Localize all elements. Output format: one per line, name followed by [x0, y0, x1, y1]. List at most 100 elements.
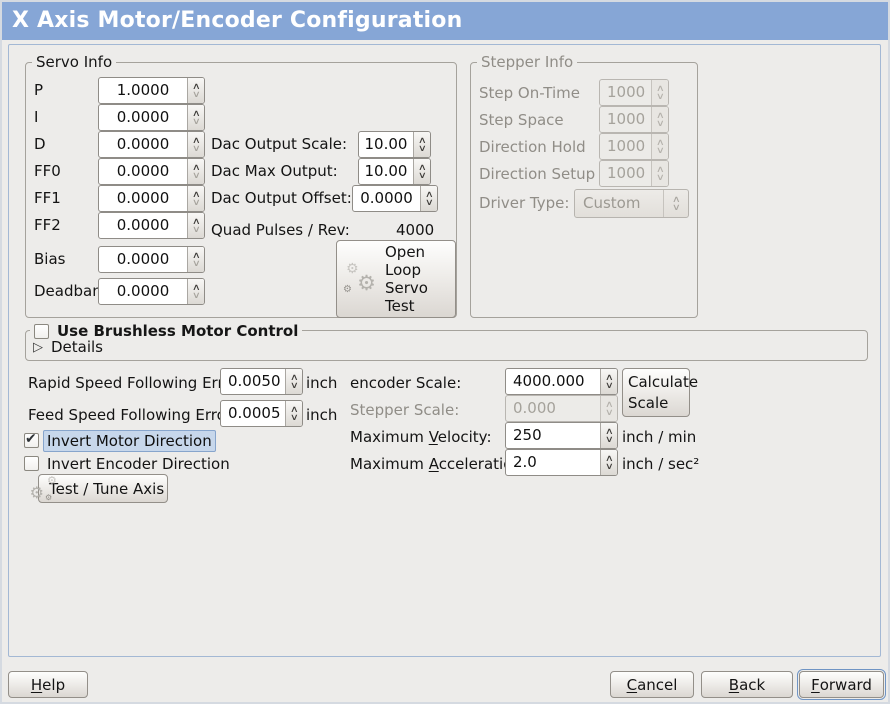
spin-buttons-icon: ∧∨: [600, 396, 617, 421]
dac-max-output-spinbox[interactable]: 10.00∧∨: [358, 158, 431, 185]
calculate-scale-label: Calculate Scale: [628, 372, 699, 412]
brushless-frame: ✔ Use Brushless Motor Control ▷ Details: [25, 322, 868, 361]
servo-ff1-label: FF1: [34, 189, 61, 207]
quad-pulses-label: Quad Pulses / Rev:: [211, 221, 350, 239]
spin-buttons-icon[interactable]: ∧∨: [285, 401, 302, 426]
spin-buttons-icon[interactable]: ∧∨: [187, 78, 204, 103]
spin-buttons-icon: ∧∨: [651, 161, 668, 186]
max-velocity-label: Maximum Velocity:: [350, 428, 492, 446]
encoder-scale-label: encoder Scale:: [350, 374, 462, 392]
spin-buttons-icon[interactable]: ∧∨: [600, 423, 617, 448]
servo-deadband-label: Deadband: [34, 282, 112, 300]
direction-hold-spinbox: 1000∧∨: [599, 133, 669, 160]
max-accel-spinbox[interactable]: 2.0∧∨: [505, 449, 618, 476]
driver-type-combobox: Custom ∧∨: [574, 189, 689, 218]
content-panel: [8, 44, 881, 657]
stepper-scale-label: Stepper Scale:: [350, 401, 460, 419]
feed-following-error-spinbox[interactable]: 0.0005∧∨: [220, 400, 303, 427]
quad-pulses-value: 4000: [396, 221, 435, 239]
spin-buttons-icon[interactable]: ∧∨: [187, 159, 204, 184]
spin-buttons-icon: ∧∨: [651, 107, 668, 132]
spin-buttons-icon[interactable]: ∧∨: [187, 247, 204, 272]
servo-ff1-spinbox[interactable]: 0.0000∧∨: [98, 185, 205, 212]
driver-type-label: Driver Type:: [479, 194, 570, 212]
spin-buttons-icon[interactable]: ∧∨: [187, 279, 204, 304]
servo-info-frame: Servo Info P I D FF0 FF1 FF2 Bias Deadba…: [25, 53, 457, 318]
page-header: X Axis Motor/Encoder Configuration: [2, 2, 888, 40]
dac-output-offset-spinbox[interactable]: 0.0000∧∨: [352, 185, 438, 212]
max-velocity-spinbox[interactable]: 250∧∨: [505, 422, 618, 449]
use-brushless-checkbox[interactable]: ✔: [34, 323, 49, 339]
direction-setup-label: Direction Setup: [479, 165, 596, 183]
servo-p-label: P: [34, 81, 44, 99]
step-on-time-label: Step On-Time: [479, 84, 580, 102]
gears-icon: ⚙⚙⚙: [343, 261, 376, 295]
invert-encoder-label[interactable]: Invert Encoder Direction: [47, 455, 230, 473]
servo-ff2-label: FF2: [34, 216, 61, 234]
spin-buttons-icon[interactable]: ∧∨: [187, 132, 204, 157]
servo-p-spinbox[interactable]: 1.0000∧∨: [98, 77, 205, 104]
servo-d-spinbox[interactable]: 0.0000∧∨: [98, 131, 205, 158]
invert-motor-label[interactable]: Invert Motor Direction: [43, 430, 216, 452]
servo-bias-spinbox[interactable]: 0.0000∧∨: [98, 246, 205, 273]
details-label: Details: [51, 338, 104, 356]
open-loop-button-label: Open Loop Servo Test: [385, 243, 428, 315]
rapid-following-error-label: Rapid Speed Following Error:: [28, 374, 244, 392]
dac-output-scale-spinbox[interactable]: 10.00∧∨: [358, 131, 431, 158]
step-space-spinbox: 1000∧∨: [599, 106, 669, 133]
servo-i-spinbox[interactable]: 0.0000∧∨: [98, 104, 205, 131]
direction-setup-spinbox: 1000∧∨: [599, 160, 669, 187]
invert-motor-checkbox[interactable]: ✔: [24, 431, 39, 448]
spin-buttons-icon[interactable]: ∧∨: [187, 213, 204, 238]
stepper-info-legend: Stepper Info: [477, 53, 578, 71]
servo-i-label: I: [34, 108, 39, 126]
servo-ff0-label: FF0: [34, 162, 61, 180]
spin-buttons-icon[interactable]: ∧∨: [187, 105, 204, 130]
dac-output-offset-label: Dac Output Offset:: [211, 189, 352, 207]
brushless-checkbox-row[interactable]: ✔ Use Brushless Motor Control: [30, 322, 303, 340]
servo-ff2-spinbox[interactable]: 0.0000∧∨: [98, 212, 205, 239]
spin-buttons-icon[interactable]: ∧∨: [420, 186, 437, 211]
details-expander[interactable]: ▷ Details: [33, 338, 103, 356]
spin-buttons-icon[interactable]: ∧∨: [413, 132, 430, 157]
spin-buttons-icon[interactable]: ∧∨: [285, 369, 302, 394]
checkmark-icon: ✔: [25, 431, 37, 447]
use-brushless-label: Use Brushless Motor Control: [57, 322, 299, 340]
stepper-info-frame: Stepper Info Step On-Time Step Space Dir…: [470, 53, 698, 318]
encoder-scale-spinbox[interactable]: 4000.000∧∨: [505, 368, 618, 395]
triangle-right-icon: ▷: [33, 339, 43, 355]
servo-d-label: D: [34, 135, 46, 153]
spin-buttons-icon[interactable]: ∧∨: [413, 159, 430, 184]
servo-deadband-spinbox[interactable]: 0.0000∧∨: [98, 278, 205, 305]
spin-buttons-icon[interactable]: ∧∨: [600, 369, 617, 394]
calculate-scale-button[interactable]: Calculate Scale: [622, 368, 698, 417]
rapid-following-error-spinbox[interactable]: 0.0050∧∨: [220, 368, 303, 395]
direction-hold-label: Direction Hold: [479, 138, 586, 156]
dac-max-output-label: Dac Max Output:: [211, 162, 338, 180]
spin-buttons-icon: ∧∨: [651, 134, 668, 159]
max-velocity-unit: inch / min: [622, 428, 697, 446]
page-title: X Axis Motor/Encoder Configuration: [12, 8, 463, 33]
max-accel-label: Maximum Acceleration:: [350, 455, 527, 473]
open-loop-servo-test-button[interactable]: ⚙⚙⚙ Open Loop Servo Test: [336, 240, 456, 318]
invert-encoder-checkbox[interactable]: ✔: [24, 456, 39, 471]
test-tune-axis-button[interactable]: ⚙⚙⚙ Test / Tune Axis: [30, 474, 168, 503]
stepper-scale-spinbox: 0.000∧∨: [505, 395, 618, 422]
spin-buttons-icon: ∧∨: [651, 80, 668, 105]
spin-buttons-icon[interactable]: ∧∨: [187, 186, 204, 211]
combo-arrows-icon: ∧∨: [663, 190, 688, 217]
feed-following-error-label: Feed Speed Following Error:: [28, 406, 237, 424]
servo-ff0-spinbox[interactable]: 0.0000∧∨: [98, 158, 205, 185]
rapid-following-error-unit: inch: [306, 374, 338, 392]
servo-bias-label: Bias: [34, 250, 66, 268]
step-on-time-spinbox: 1000∧∨: [599, 79, 669, 106]
test-tune-button-label: Test / Tune Axis: [49, 479, 165, 498]
feed-following-error-unit: inch: [306, 406, 338, 424]
step-space-label: Step Space: [479, 111, 564, 129]
spin-buttons-icon[interactable]: ∧∨: [600, 450, 617, 475]
